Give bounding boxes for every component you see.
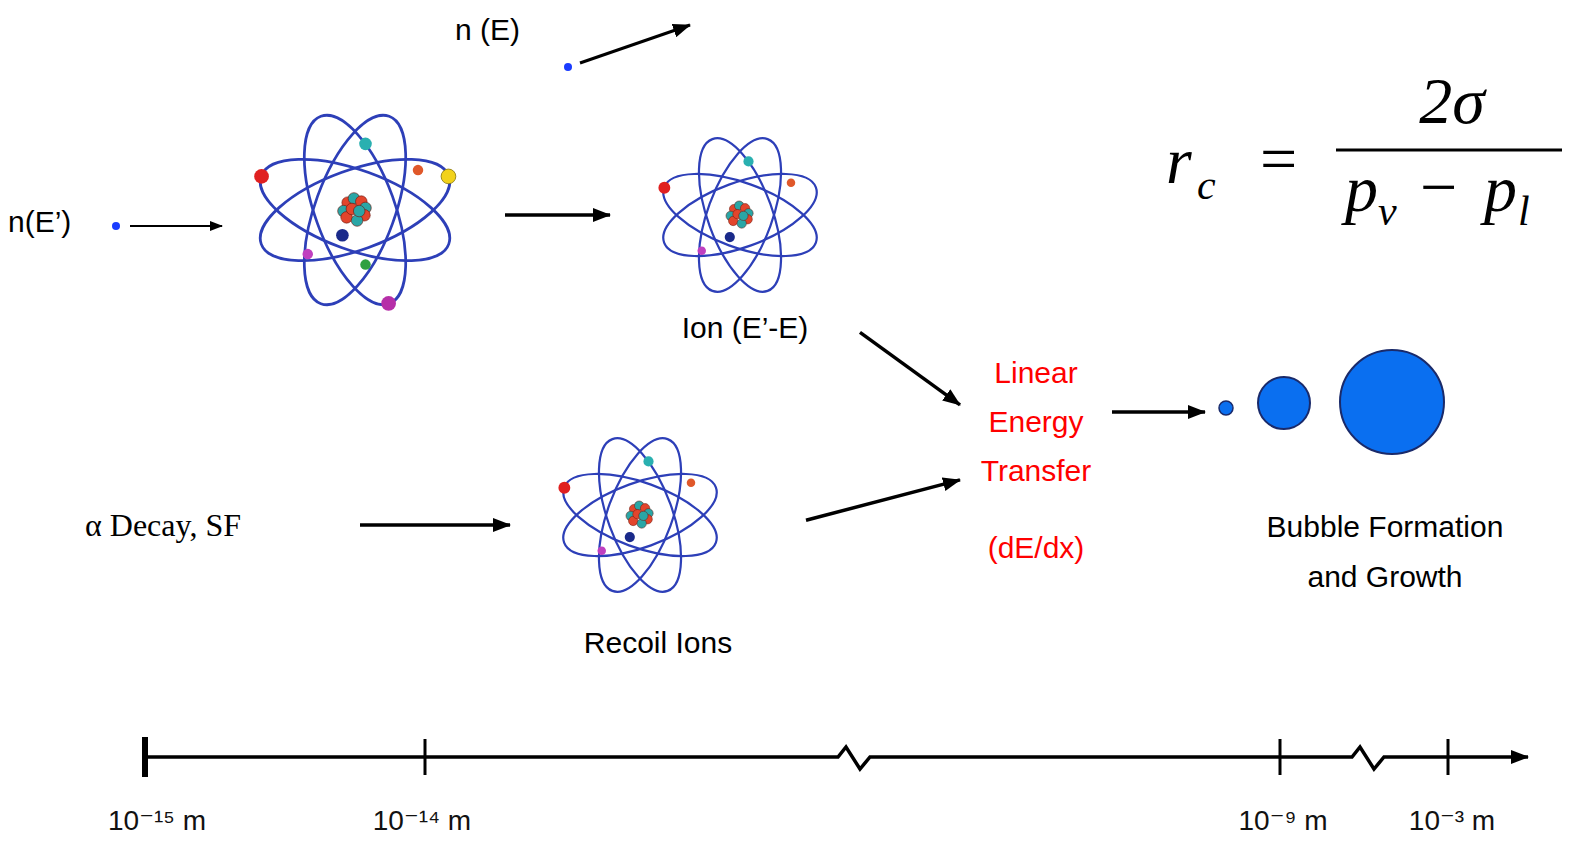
formula-symbol: = — [1260, 126, 1297, 192]
node-text: Ion (E’-E) — [630, 308, 860, 348]
formula-subscript: l — [1518, 190, 1530, 232]
bubble — [1340, 350, 1444, 454]
neutron-dot — [112, 222, 120, 230]
scale-tick — [142, 737, 148, 777]
scatter-arrow — [580, 25, 690, 63]
formula-symbol: r — [1166, 128, 1192, 194]
recoil-atom — [553, 428, 727, 602]
bubble-node: Bubble Formation and Growth — [1205, 350, 1565, 602]
flow-arrow — [360, 523, 510, 527]
flow-arrow — [860, 332, 960, 405]
fraction-bar — [1336, 149, 1562, 152]
flow-arrow — [806, 480, 960, 520]
recoil-node: Recoil Ions — [510, 455, 806, 663]
ion-atom — [653, 128, 827, 302]
formula-symbol: p — [1345, 156, 1378, 222]
node-text: Linear Energy Transfer — [960, 348, 1112, 495]
node-text: (dE/dx) — [960, 523, 1112, 572]
flow-arrow — [1112, 410, 1205, 414]
scale-label: 10⁻⁹ m — [1238, 804, 1327, 838]
scale-label: 10⁻¹⁴ m — [373, 804, 471, 838]
particle-label: n(E’) — [8, 204, 71, 240]
ion-node: Ion (E’-E) — [630, 150, 860, 348]
scale-tick — [1279, 739, 1282, 775]
scale-label: 10⁻¹⁵ m — [108, 804, 206, 838]
node-text: Recoil Ions — [510, 623, 806, 663]
formula-numerator: 2σ — [1419, 68, 1485, 134]
formula-symbol: − — [1420, 154, 1457, 220]
node-text: α Decay, SF — [85, 505, 360, 545]
scale-label: 10⁻³ m — [1409, 804, 1495, 838]
scale-tick — [1447, 739, 1450, 775]
source-node: α Decay, SF — [85, 505, 360, 545]
recoil-arrow — [505, 213, 610, 217]
node-text: Bubble Formation and Growth — [1250, 502, 1520, 602]
scale-axis — [145, 747, 1528, 769]
scale-tick — [424, 739, 427, 775]
formula-symbol: p — [1484, 156, 1517, 222]
particle-label: n (E) — [455, 12, 520, 48]
formula-subscript: v — [1378, 190, 1397, 232]
let-node: Linear Energy Transfer (dE/dx) — [960, 348, 1112, 572]
bubble — [1219, 401, 1233, 415]
bubble — [1258, 377, 1310, 429]
target-atom — [248, 103, 463, 318]
neutron-dot — [564, 63, 572, 71]
incident-arrow — [130, 225, 222, 227]
formula-subscript: c — [1197, 164, 1216, 206]
